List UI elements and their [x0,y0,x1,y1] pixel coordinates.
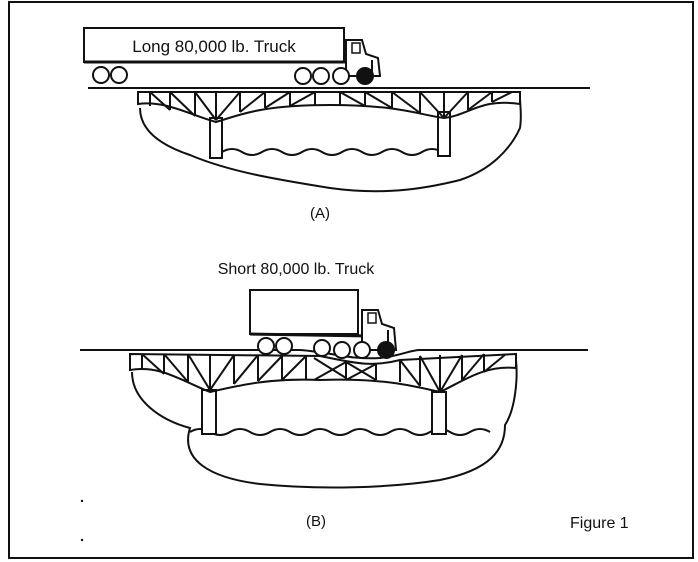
scan-dot-1 [80,499,84,503]
long-wheel-5 [332,67,350,85]
long-truck: Long 80,000 lb. Truck [83,27,382,85]
pier-right-b [431,391,447,435]
long-wheel-4 [312,67,330,85]
pier-left-a [209,117,223,159]
long-wheel-1 [92,66,110,84]
short-wheel-6 [377,341,395,359]
short-truck-label: Short 80,000 lb. Truck [218,261,376,278]
short-wheel-5 [353,341,371,359]
panel-a: Long 80,000 lb. Truck (A) [83,27,590,222]
short-wheel-1 [257,337,275,355]
long-wheel-6 [356,67,374,85]
caption-a: (A) [310,205,330,222]
short-wheel-4 [333,341,351,359]
long-wheel-3 [294,67,312,85]
short-wheel-3 [313,339,331,357]
scan-dot-2 [80,538,84,542]
water-a [221,148,443,156]
long-wheel-2 [110,66,128,84]
bridge-truss-a [137,91,521,124]
long-truck-label: Long 80,000 lb. Truck [132,37,296,56]
figure-label: Figure 1 [570,515,629,532]
long-trailer [83,27,345,63]
bridge-truss-b [129,352,517,394]
figure-frame [8,1,694,559]
pier-left-b [201,389,217,435]
short-truck [249,289,398,359]
caption-b: (B) [306,513,326,530]
short-wheel-2 [275,337,293,355]
ravine-b [131,359,518,489]
short-trailer [249,289,359,335]
panel-b: Short 80,000 lb. Truck [80,261,629,532]
ravine-a [139,97,522,193]
